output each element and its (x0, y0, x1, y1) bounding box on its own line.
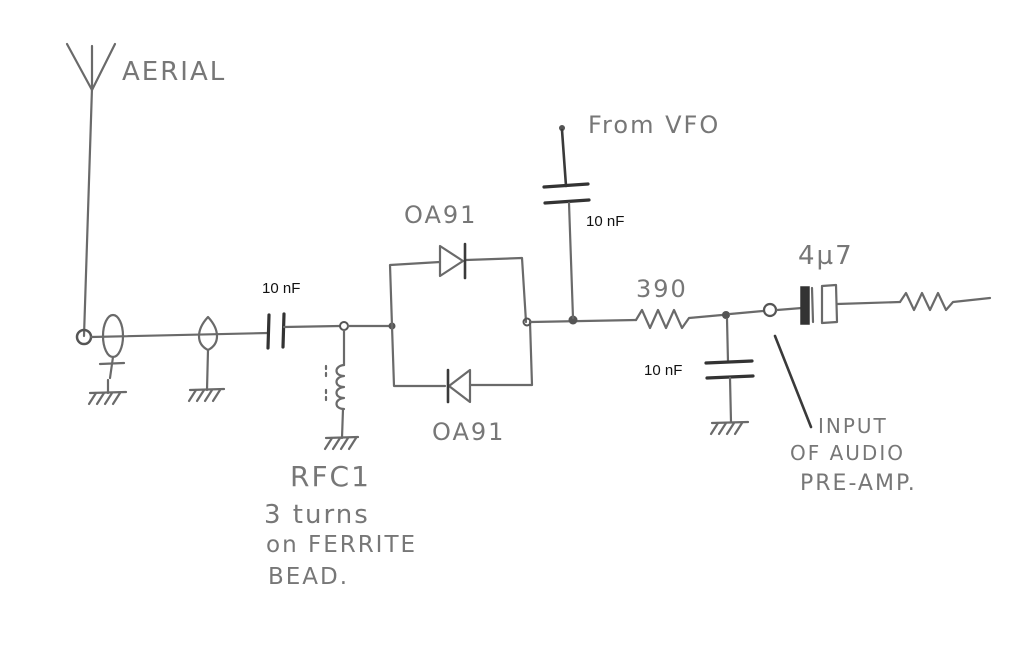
aerial-label: AERIAL (122, 57, 226, 87)
preamp-input-terminal (762, 302, 778, 318)
vfo-junction-node (568, 315, 578, 325)
shunt-capacitor-label: 10 nF (644, 362, 682, 379)
shunt-capacitor (704, 317, 755, 424)
output-resistor (898, 291, 992, 312)
ground-symbol-2 (187, 387, 226, 403)
rfc-desc-line-3: BEAD. (268, 564, 349, 590)
output-capacitor-label: 4µ7 (798, 241, 854, 271)
rfc-desc-line-1: 3 turns (264, 500, 370, 530)
resistor-label: 390 (636, 275, 688, 303)
rfc-node (339, 321, 349, 331)
protection-element-1 (98, 313, 126, 395)
input-capacitor-label: 10 nF (262, 280, 300, 297)
vfo-capacitor-label: 10 nF (586, 213, 624, 230)
preamp-label-line-2: OF AUDIO (790, 441, 905, 465)
preamp-label-line-1: INPUT (818, 414, 888, 438)
from-vfo-label: From VFO (588, 111, 720, 139)
ground-symbol-1 (87, 390, 128, 406)
preamp-label-line-3: PRE-AMP. (800, 471, 917, 496)
diode-top (438, 242, 467, 280)
rfc-desc-line-2: on FERRITE (266, 532, 417, 558)
shunt-node (722, 311, 730, 319)
vfo-branch (542, 125, 591, 320)
diode-top-label: OA91 (404, 201, 477, 229)
input-capacitor (266, 312, 286, 350)
resistor-390 (634, 308, 724, 330)
rfc1-inductor (324, 328, 346, 440)
ground-symbol-4 (709, 420, 750, 436)
diode-bridge (388, 256, 534, 388)
input-wire (89, 331, 270, 339)
rfc-name-label: RFC1 (290, 460, 371, 493)
diode-bottom-label: OA91 (432, 418, 505, 446)
diode-bottom (446, 368, 472, 404)
output-capacitor (800, 283, 902, 325)
ground-symbol-3 (323, 435, 360, 451)
aerial-antenna (65, 42, 117, 338)
protection-element-2 (197, 315, 219, 392)
preamp-pointer (773, 334, 813, 429)
